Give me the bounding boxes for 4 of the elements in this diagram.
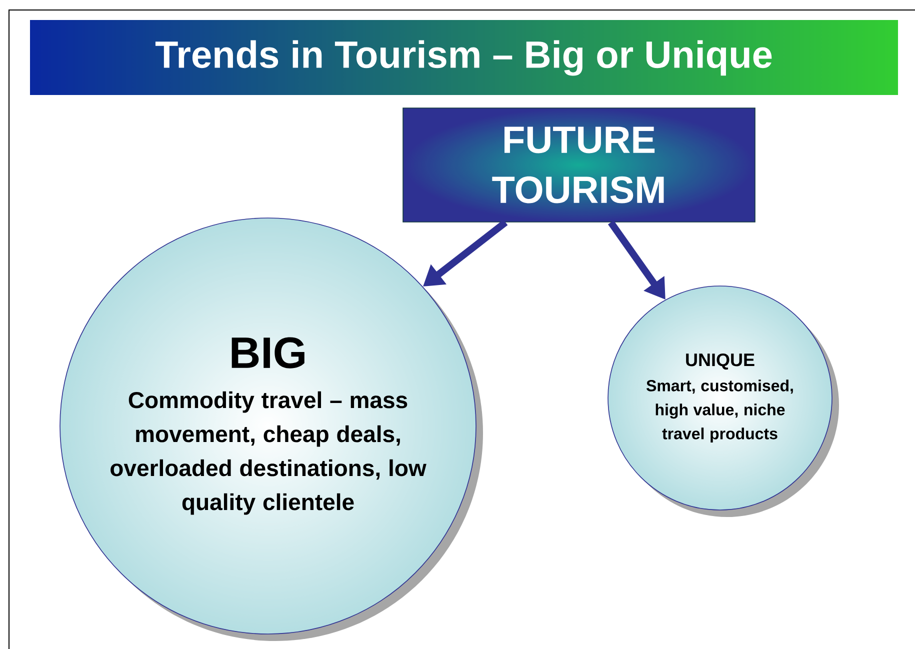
title-banner: Trends in Tourism – Big or Unique	[30, 20, 898, 95]
title-box: FUTURE TOURISM	[402, 108, 756, 222]
circle-node: BIG Commodity travel – mass movement, cheap deals, overloaded destinations, low quality clientele	[60, 218, 476, 634]
circle-node: UNIQUE Smart, customised, high value, niche travel products	[608, 286, 832, 510]
